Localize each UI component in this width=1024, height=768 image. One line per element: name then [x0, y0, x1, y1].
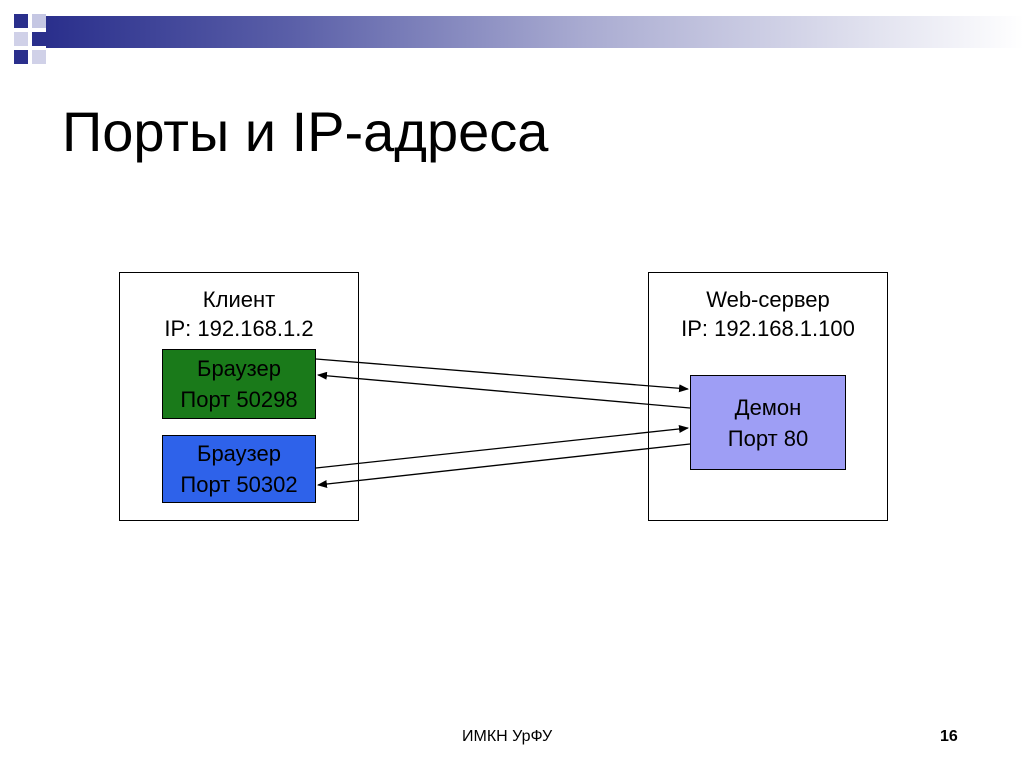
arrow-browser1-to-daemon — [315, 358, 689, 393]
page-number: 16 — [940, 728, 958, 745]
decor-square — [14, 14, 28, 28]
decor-square — [14, 50, 28, 64]
decor-square — [32, 32, 46, 46]
decor-square — [14, 32, 28, 46]
browser-port: Порт 50302 — [180, 472, 298, 497]
slide-title: Порты и IP-адреса — [62, 100, 549, 163]
arrow-daemon-to-browser1 — [317, 371, 691, 409]
client-ip: IP: 192.168.1.2 — [164, 316, 314, 341]
browser-title: Браузер — [197, 356, 281, 381]
decor-square — [32, 50, 46, 64]
footer-organization: ИМКН УрФУ — [462, 728, 553, 745]
arrow-daemon-to-browser2 — [317, 443, 691, 488]
browser-title: Браузер — [197, 441, 281, 466]
browser-box-2: Браузер Порт 50302 — [162, 435, 316, 503]
browser-box-1: Браузер Порт 50298 — [162, 349, 316, 419]
title-accent-bar — [46, 16, 1024, 48]
server-name: Web-сервер — [706, 287, 830, 312]
client-name: Клиент — [202, 287, 276, 312]
server-ip: IP: 192.168.1.100 — [681, 316, 855, 341]
daemon-title: Демон — [734, 394, 802, 420]
daemon-box: Демон Порт 80 — [690, 375, 846, 470]
daemon-port: Порт 80 — [727, 425, 809, 451]
arrow-browser2-to-daemon — [315, 424, 689, 469]
decor-square — [32, 14, 46, 28]
browser-port: Порт 50298 — [180, 387, 298, 412]
